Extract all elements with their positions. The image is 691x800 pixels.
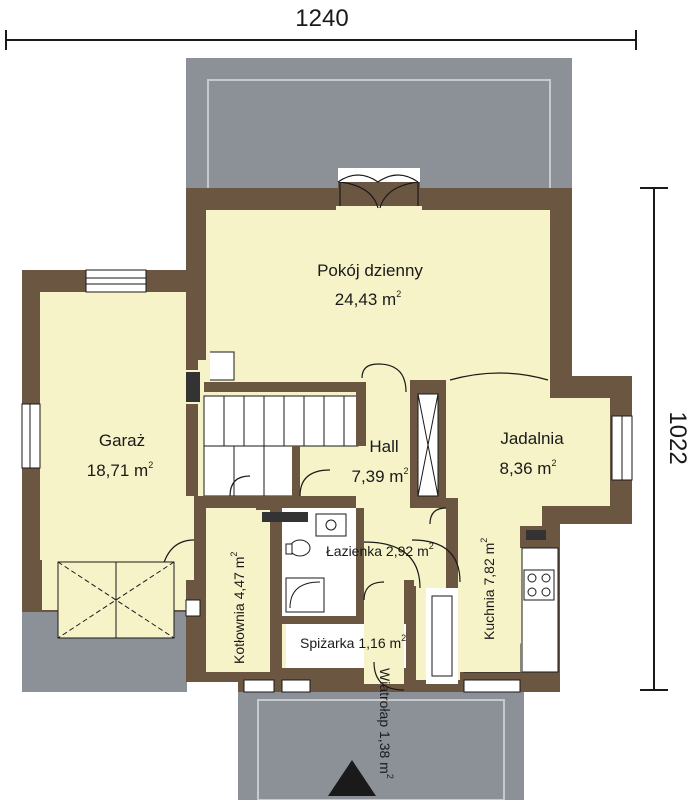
- width-dimension-label: 1240: [295, 5, 348, 32]
- kitchen-floor: [458, 506, 520, 672]
- room-name-jadalnia: Jadalnia: [500, 429, 564, 448]
- windows: [21, 269, 633, 693]
- washbasin-icon: [315, 513, 347, 537]
- room-area-jadalnia: 8,36 m2: [500, 458, 557, 478]
- room-label-garaz: Garaż 18,71 m2: [87, 431, 153, 480]
- entrance-arrow-icon: [328, 760, 376, 796]
- room-label-hall: Hall 7,39 m2: [352, 437, 409, 486]
- room-area-hall: 7,39 m2: [352, 466, 409, 486]
- height-dimension-label: 1022: [664, 411, 691, 464]
- shower-icon: [285, 577, 325, 613]
- boiler-room-floor: [206, 524, 270, 670]
- room-name-pokoj: Pokój dzienny: [317, 261, 423, 280]
- room-label-kotlownia: Kotłownia 4,47 m2: [229, 552, 247, 664]
- toilet-icon: [289, 539, 311, 557]
- doors: [159, 168, 549, 691]
- room-name-garaz: Garaż: [99, 431, 145, 450]
- room-name-hall: Hall: [369, 437, 398, 456]
- staircase: [186, 351, 359, 497]
- entrance-porch: [238, 690, 524, 800]
- height-dimension: 1022: [640, 187, 691, 691]
- vestibule-floor: [364, 588, 404, 684]
- room-area-garaz: 18,71 m2: [87, 460, 153, 480]
- bathroom-fittings: [262, 508, 356, 616]
- room-label-spizarka: Spiżarka 1,16 m2: [300, 633, 406, 651]
- room-label-pokoj: Pokój dzienny 24,43 m2: [317, 261, 423, 309]
- room-area-pokoj: 24,43 m2: [335, 289, 401, 309]
- room-label-lazienka: Łazienka 2,92 m2: [326, 541, 434, 559]
- room-label-wiatrolap: Wiatrołap 1,38 m2: [377, 668, 395, 779]
- room-label-kuchnia: Kuchnia 7,82 m2: [479, 538, 497, 640]
- garage-door: [57, 561, 175, 639]
- width-dimension: 1240: [5, 5, 637, 50]
- stove-icon: [523, 569, 555, 601]
- room-label-jadalnia: Jadalnia 8,36 m2: [500, 429, 565, 478]
